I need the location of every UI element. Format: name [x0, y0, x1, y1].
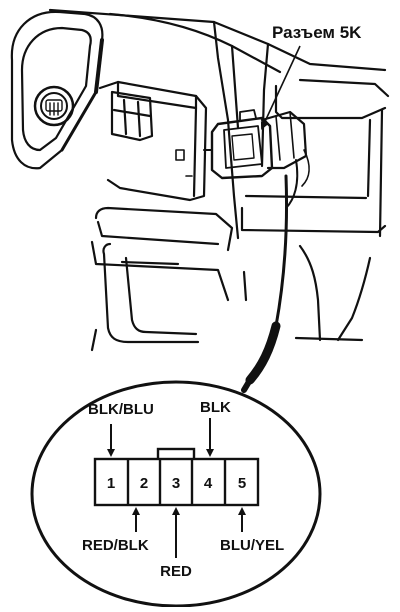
wire-label-pin-3: RED — [160, 563, 192, 580]
wire-label-pin-4: BLK — [200, 399, 231, 416]
switch-body — [98, 80, 208, 202]
connector-body — [93, 457, 260, 507]
wire-label-pin-2: RED/BLK — [82, 537, 149, 554]
wire-harness — [241, 174, 289, 393]
console-right — [274, 84, 387, 120]
pin-number-3: 3 — [172, 475, 180, 492]
switch-panel-inner — [20, 26, 92, 152]
wire-arrows — [107, 418, 246, 558]
defogger-switch-ring — [33, 85, 75, 127]
connector-face — [93, 447, 260, 507]
pin-number-5: 5 — [238, 475, 246, 492]
pin-number-4: 4 — [204, 475, 213, 492]
console-lower — [94, 206, 234, 252]
switch-panel-outline — [10, 10, 104, 170]
dashboard-console-drawing — [10, 8, 390, 352]
switch-clip — [110, 90, 154, 142]
pin-number-2: 2 — [140, 475, 148, 492]
console-pocket — [102, 242, 200, 344]
wire-label-pin-1: BLK/BLU — [88, 401, 154, 418]
connector-title-label: Разъем 5K — [272, 23, 362, 42]
harness-plug — [260, 110, 308, 170]
defogger-icon — [45, 99, 63, 116]
wire-label-pin-5: BLU/YEL — [220, 537, 284, 554]
pin-number-1: 1 — [107, 475, 115, 492]
title-leader — [260, 45, 301, 130]
connector-detail-callout: 1 2 3 4 5 BLK/BLU BLK RED/BLK RED BLU/YE… — [30, 380, 322, 608]
defogger-switch-button — [40, 92, 68, 120]
